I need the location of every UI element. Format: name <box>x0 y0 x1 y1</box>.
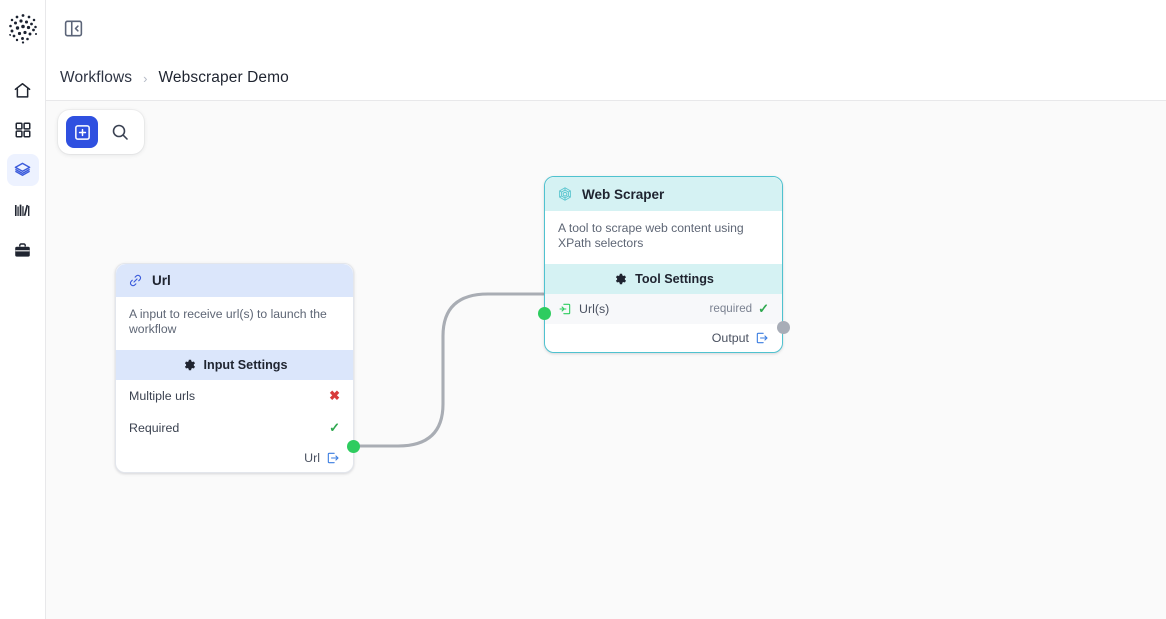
square-plus-icon <box>74 124 90 140</box>
sidebar-item-library[interactable] <box>7 194 39 226</box>
link-icon <box>129 274 142 287</box>
canvas-toolbar <box>58 110 144 154</box>
breadcrumb-root[interactable]: Workflows <box>60 69 133 86</box>
export-icon <box>327 452 339 463</box>
node-url-title: Url <box>152 273 171 288</box>
node-web-scraper-settings-bar[interactable]: Tool Settings <box>545 263 782 294</box>
app-logo[interactable] <box>5 10 41 46</box>
workflow-canvas[interactable]: Url A input to receive url(s) to launch … <box>46 101 1166 619</box>
sidebar-item-home[interactable] <box>7 74 39 106</box>
check-icon: ✓ <box>329 419 340 435</box>
search-nodes-button[interactable] <box>104 116 136 148</box>
node-web-scraper-title: Web Scraper <box>582 186 665 202</box>
left-sidebar <box>0 0 46 619</box>
check-icon: ✓ <box>758 300 769 316</box>
breadcrumb: Workflows › Webscraper Demo <box>46 56 1166 101</box>
gear-icon <box>184 359 195 370</box>
node-web-scraper-input-required-label: required <box>709 302 753 316</box>
top-bar <box>46 0 1166 56</box>
node-url-row-multiple-label: Multiple urls <box>129 388 196 403</box>
node-url-output-label: Url <box>304 450 320 465</box>
node-web-scraper-output-label: Output <box>711 330 749 345</box>
panel-collapse-button[interactable] <box>58 13 88 43</box>
briefcase-icon <box>15 242 30 257</box>
node-url-description: A input to receive url(s) to launch the … <box>116 297 353 350</box>
node-url-row-required-label: Required <box>129 420 180 435</box>
cross-icon: ✖ <box>329 387 340 403</box>
node-url-header: Url <box>116 264 353 297</box>
node-url-settings-label: Input Settings <box>203 357 288 372</box>
node-web-scraper-description: A tool to scrape web content using XPath… <box>545 211 782 264</box>
node-url-output-port[interactable] <box>346 439 360 453</box>
node-url-settings-bar[interactable]: Input Settings <box>116 349 353 380</box>
books-icon <box>14 204 30 216</box>
home-icon <box>14 82 31 98</box>
node-web-scraper-header: Web Scraper <box>545 177 782 211</box>
grid-icon <box>15 122 30 138</box>
export-icon <box>756 332 768 343</box>
node-web-scraper-settings-label: Tool Settings <box>635 271 714 286</box>
node-url-row-required[interactable]: Required ✓ <box>116 411 353 444</box>
sidebar-item-workflows[interactable] <box>6 154 39 186</box>
breadcrumb-current: Webscraper Demo <box>158 69 289 86</box>
search-icon <box>112 124 128 140</box>
node-url-output-row[interactable]: Url <box>116 443 353 472</box>
add-node-button[interactable] <box>66 116 98 148</box>
breadcrumb-separator-icon: › <box>143 70 148 86</box>
panel-collapse-left-icon <box>64 20 82 36</box>
node-web-scraper-output-row[interactable]: Output <box>545 323 782 352</box>
sidebar-nav <box>6 74 39 266</box>
web-hexagon-icon <box>559 187 571 201</box>
node-web-scraper-input-label: Url(s) <box>579 301 610 316</box>
gear-icon <box>615 273 627 284</box>
main-area: Workflows › Webscraper Demo <box>46 0 1166 619</box>
node-web-scraper-input-row[interactable]: Url(s) required ✓ <box>545 293 782 324</box>
import-icon <box>559 303 571 314</box>
sidebar-item-apps[interactable] <box>7 114 39 146</box>
node-web-scraper-output-port[interactable] <box>776 320 790 334</box>
node-url-row-multiple[interactable]: Multiple urls ✖ <box>116 379 353 412</box>
node-web-scraper[interactable]: Web Scraper A tool to scrape web content… <box>537 176 790 353</box>
sidebar-item-cases[interactable] <box>7 234 39 266</box>
layers-icon <box>14 162 31 176</box>
edge-url-to-scraper <box>352 292 545 448</box>
node-web-scraper-input-port[interactable] <box>537 307 551 320</box>
node-url[interactable]: Url A input to receive url(s) to launch … <box>115 263 360 473</box>
